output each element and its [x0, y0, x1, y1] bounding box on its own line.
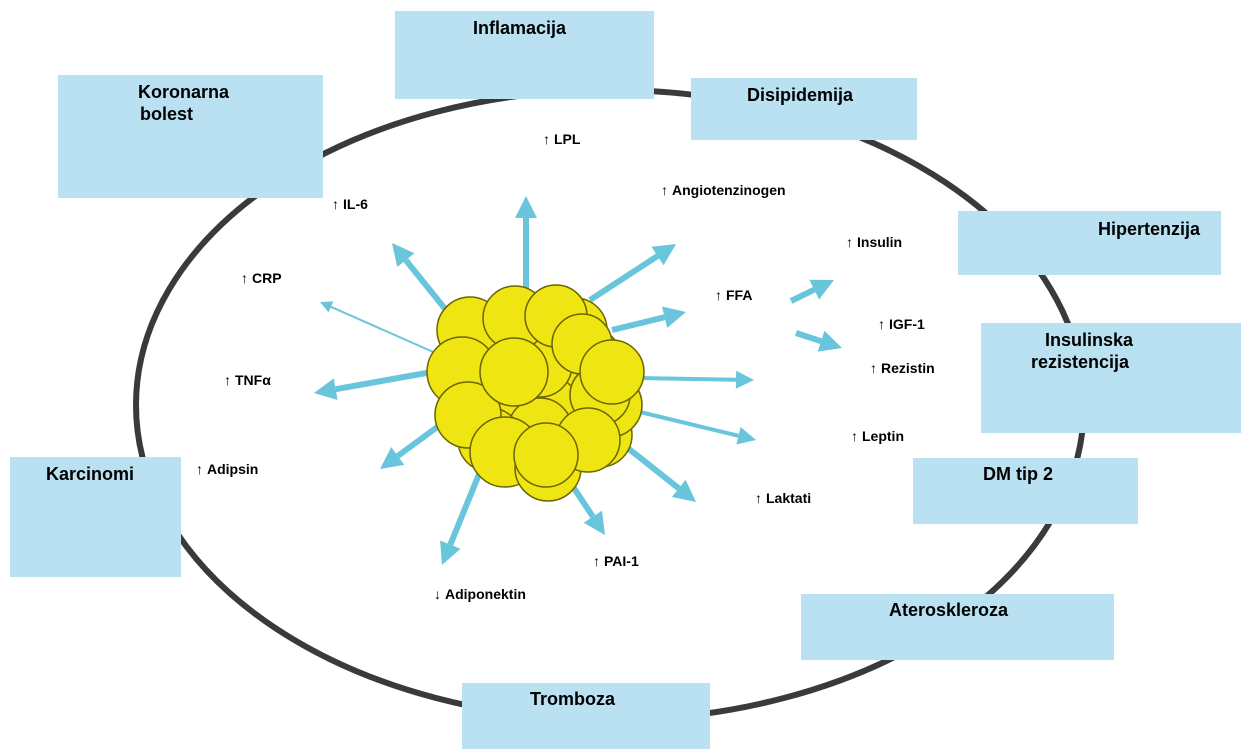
up-arrow-icon: ↑: [593, 553, 600, 569]
arrow-tnf-head: [314, 378, 338, 400]
arrow-crp-head: [320, 301, 334, 313]
box-hipertenzija: Hipertenzija: [958, 211, 1221, 275]
arrow-adiponektin-head: [440, 540, 461, 565]
factor-laktati-label: Laktati: [766, 490, 812, 506]
up-arrow-icon: ↑: [332, 196, 339, 212]
factor-il6: ↑IL-6: [332, 196, 368, 212]
box-insulinska-label-2: rezistencija: [1031, 352, 1130, 372]
box-koronarna-label-1: Koronarna: [138, 82, 230, 102]
adipocyte-cell: [479, 337, 549, 407]
up-arrow-icon: ↑: [870, 360, 877, 376]
adipocyte-cell: [579, 339, 645, 405]
factor-leptin: ↑Leptin: [851, 428, 904, 444]
arrow-rezistin-shaft: [637, 376, 737, 382]
factor-insulin: ↑Insulin: [846, 234, 902, 250]
factor-adipsin-label: Adipsin: [207, 461, 259, 477]
up-arrow-icon: ↑: [846, 234, 853, 250]
arrow-laktati-head: [671, 479, 696, 502]
box-karcinomi-label: Karcinomi: [46, 464, 135, 484]
arrow-crp-shaft: [330, 305, 441, 356]
box-inflamacija-label: Inflamacija: [473, 18, 567, 38]
arrow-adipsin-shaft: [395, 422, 442, 459]
factor-lpl-label: LPL: [554, 131, 581, 147]
box-inflamacija: Inflamacija: [395, 11, 654, 99]
up-arrow-icon: ↑: [543, 131, 550, 147]
up-arrow-icon: ↑: [661, 182, 668, 198]
factor-angiotenzinogen-label: Angiotenzinogen: [672, 182, 786, 198]
arrow-angiotenzinogen-shaft: [588, 253, 660, 303]
box-tromboza-label: Tromboza: [530, 689, 616, 709]
arrow-insulin-shaft: [789, 286, 816, 304]
box-hipertenzija-label: Hipertenzija: [1098, 219, 1201, 239]
factor-insulin-label: Insulin: [857, 234, 903, 250]
arrow-rezistin-head: [735, 370, 754, 389]
box-tromboza: Tromboza: [462, 683, 710, 749]
arrow-igf1-head: [817, 330, 842, 352]
factor-tnf: ↑TNFα: [224, 372, 271, 388]
factor-crp: ↑CRP: [241, 270, 282, 286]
down-arrow-icon: ↓: [434, 586, 441, 602]
arrow-il6-head: [392, 243, 415, 268]
factor-angiotenzinogen: ↑Angiotenzinogen: [661, 182, 786, 198]
arrow-adipsin-head: [380, 447, 405, 469]
factor-il6-label: IL-6: [343, 196, 368, 212]
factor-igf1: ↑IGF-1: [878, 316, 925, 332]
factor-lpl: ↑LPL: [543, 131, 580, 147]
box-disipidemija: Disipidemija: [691, 78, 917, 140]
up-arrow-icon: ↑: [851, 428, 858, 444]
box-karcinomi: Karcinomi: [10, 457, 181, 577]
arrow-angiotenzinogen-head: [651, 244, 676, 266]
factor-adiponektin-label: Adiponektin: [445, 586, 526, 602]
arrow-lpl-head: [515, 196, 537, 218]
box-dm-tip2: DM tip 2: [913, 458, 1138, 524]
box-ateroskleroza-label: Ateroskleroza: [889, 600, 1009, 620]
adipocyte-cluster: [426, 284, 645, 502]
box-dm-tip2-label: DM tip 2: [983, 464, 1053, 484]
factor-adiponektin: ↓Adiponektin: [434, 586, 526, 602]
arrow-leptin-head: [736, 427, 756, 445]
arrow-il6-shaft: [403, 258, 453, 317]
arrow-pai1-head: [583, 510, 605, 535]
box-insulinska-rezistencija: Insulinska rezistencija: [981, 323, 1241, 433]
factor-igf1-label: IGF-1: [889, 316, 925, 332]
box-disipidemija-label: Disipidemija: [747, 85, 854, 105]
up-arrow-icon: ↑: [241, 270, 248, 286]
factor-pai1: ↑PAI-1: [593, 553, 639, 569]
up-arrow-icon: ↑: [715, 287, 722, 303]
arrow-ffa-shaft: [611, 314, 666, 333]
factor-crp-label: CRP: [252, 270, 282, 286]
factor-tnf-label: TNFα: [235, 372, 271, 388]
arrow-leptin-shaft: [639, 410, 739, 438]
arrow-igf1-shaft: [795, 330, 823, 345]
factor-pai1-label: PAI-1: [604, 553, 639, 569]
factor-ffa-label: FFA: [726, 287, 753, 303]
box-koronarna-bolest: Koronarna bolest: [58, 75, 323, 198]
factor-adipsin: ↑Adipsin: [196, 461, 258, 477]
factor-leptin-label: Leptin: [862, 428, 904, 444]
arrow-insulin-head: [809, 279, 834, 300]
box-koronarna-label-2: bolest: [140, 104, 194, 124]
factor-ffa: ↑FFA: [715, 287, 752, 303]
box-ateroskleroza: Ateroskleroza: [801, 594, 1114, 660]
up-arrow-icon: ↑: [755, 490, 762, 506]
box-insulinska-label-1: Insulinska: [1045, 330, 1134, 350]
factor-rezistin: ↑Rezistin: [870, 360, 935, 376]
arrow-tnf-shaft: [335, 369, 433, 393]
up-arrow-icon: ↑: [878, 316, 885, 332]
adipocyte-cell: [513, 422, 579, 488]
factor-rezistin-label: Rezistin: [881, 360, 935, 376]
arrow-ffa-head: [662, 306, 686, 328]
factor-laktati: ↑Laktati: [755, 490, 811, 506]
up-arrow-icon: ↑: [224, 372, 231, 388]
up-arrow-icon: ↑: [196, 461, 203, 477]
